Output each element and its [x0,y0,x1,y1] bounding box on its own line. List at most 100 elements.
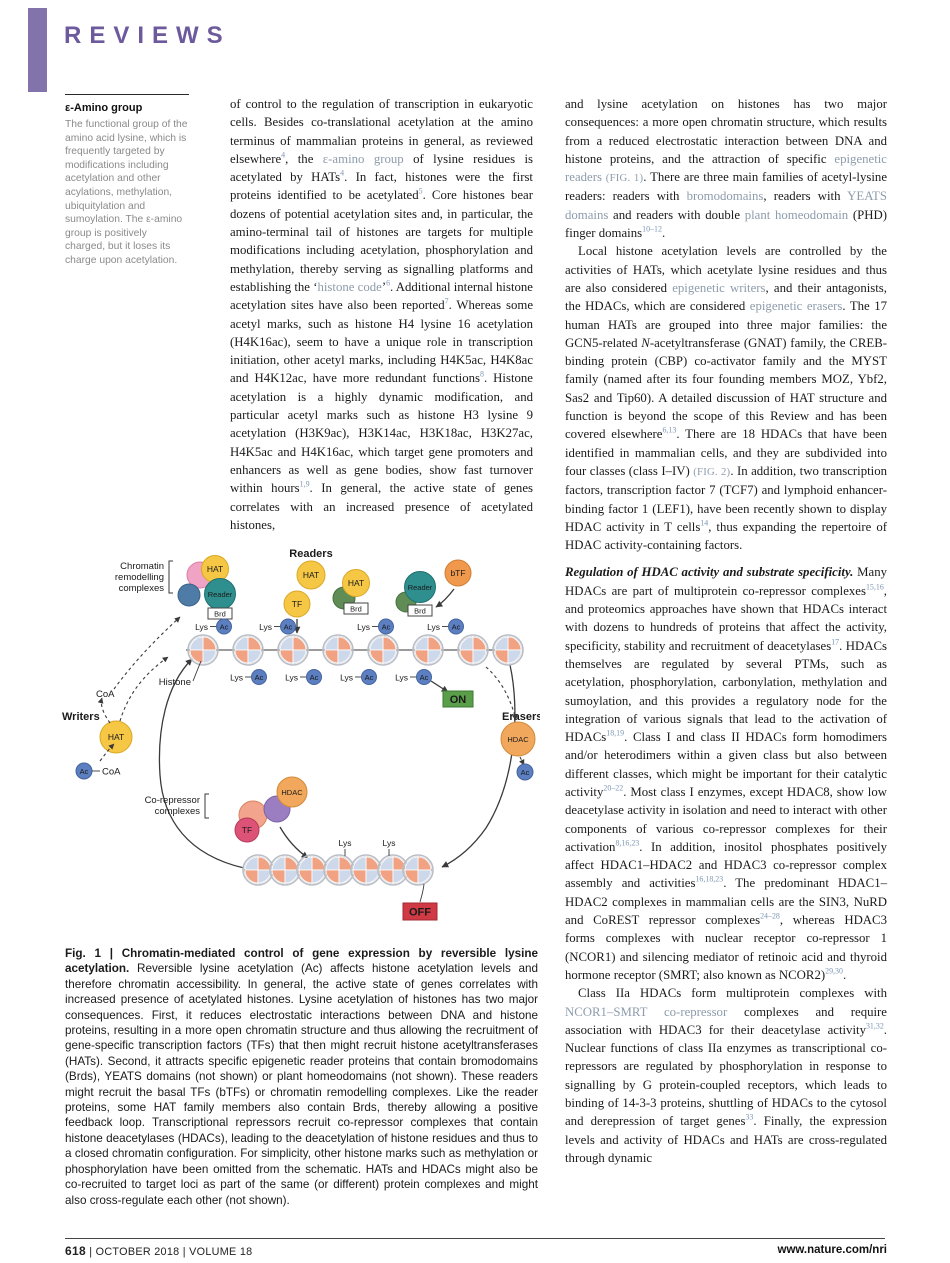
glossary-title: ε-Amino group [65,102,143,114]
bracket [168,560,173,594]
paragraph: of control to the regulation of transcri… [230,97,534,532]
svg-text:HAT: HAT [303,570,319,580]
svg-text:Ac: Ac [284,623,293,632]
chromatin-acetylation-diagram: Readers Writers Erasers Chromatin remode… [62,548,542,921]
paragraph: Class IIa HDACs form multiprotein comple… [565,986,887,1165]
svg-text:Histone: Histone [159,677,191,688]
tf-circle [234,817,260,843]
svg-text:Ac: Ac [420,673,429,682]
footer-rule [65,1238,885,1239]
figure-1-caption: Fig. 1 | Chromatin-mediated control of g… [65,946,538,1208]
svg-text:Chromatin: Chromatin [120,561,164,572]
reader-brd-complex: Reader Brd bTF [395,559,472,617]
svg-text:Co-repressor: Co-repressor [145,795,200,806]
chromatin-remodelling-label: Chromatin remodelling complexes [115,560,173,594]
erasers-group: HDAC Ac [485,666,536,781]
glossary-rule [65,94,189,95]
footer-page-info: 618 | OCTOBER 2018 | VOLUME 18 [65,1244,252,1258]
page-number: 618 [65,1244,86,1258]
svg-text:HDAC: HDAC [507,735,529,744]
svg-text:Ac: Ac [310,673,319,682]
svg-text:Lys: Lys [395,673,408,683]
svg-text:Brd: Brd [414,607,426,616]
svg-text:Ac: Ac [80,767,89,776]
hdac-circle [276,776,308,808]
glossary-note: ε-Amino group The functional group of th… [65,94,189,268]
paragraph: Fig. 1 | Chromatin-mediated control of g… [65,947,539,1207]
hat-circle [296,560,326,590]
svg-text:ON: ON [450,694,467,706]
coa-label: CoA [96,689,115,700]
svg-text:Ac: Ac [255,673,264,682]
lys-marks-closed: Lys Lys [339,838,396,856]
ac-circle [516,763,534,781]
svg-text:Lys: Lys [383,838,396,848]
bracket [204,793,209,819]
open-chromatin-row [186,634,524,666]
svg-text:Lys: Lys [357,622,370,632]
svg-text:Lys: Lys [427,622,440,632]
writers-group: CoA HAT Ac CoA [75,616,181,780]
svg-text:Lys: Lys [230,673,243,683]
svg-text:HDAC: HDAC [281,788,303,797]
svg-text:Ac: Ac [521,768,530,777]
lys-ac-marks-upper: Lys Ac Lys Ac Lys Ac Lys Ac [195,618,464,635]
chromatin-remodelling-complex: HAT Reader Brd [177,555,236,620]
footer-url[interactable]: www.nature.com/nri [777,1244,887,1256]
paragraph: and lysine acetylation on histones has t… [565,97,887,241]
svg-text:HAT: HAT [207,564,223,574]
svg-text:TF: TF [242,825,252,835]
svg-text:Ac: Ac [452,623,461,632]
erasers-label: Erasers [502,711,540,723]
tf-circle [283,590,311,618]
page-title: REVIEWS [64,22,231,49]
reader-circle [404,571,436,603]
svg-text:Lys: Lys [339,838,352,848]
svg-text:complexes: complexes [119,583,165,594]
btf-circle [444,559,472,587]
svg-text:Ac: Ac [365,673,374,682]
svg-text:Brd: Brd [350,605,362,614]
section-color-tab [28,8,47,92]
issue-info: | OCTOBER 2018 | VOLUME 18 [89,1246,253,1258]
hat-circle [342,569,370,597]
svg-text:complexes: complexes [155,806,201,817]
svg-text:Lys: Lys [340,673,353,683]
coa-label: CoA [102,767,121,778]
closed-chromatin-row [242,854,434,886]
readers-label: Readers [289,548,332,560]
cycle-arrow-closed-to-open [158,658,245,869]
svg-text:Lys: Lys [285,673,298,683]
brd-box [207,607,233,620]
svg-text:Ac: Ac [220,623,229,632]
hat-circle [99,720,133,754]
paragraph: Local histone acetylation levels are con… [565,244,888,553]
svg-text:Reader: Reader [408,583,433,592]
svg-text:remodelling: remodelling [115,572,164,583]
on-badge: ON [430,680,474,708]
svg-text:HAT: HAT [108,732,124,742]
svg-text:Lys: Lys [195,622,208,632]
brd-box [343,602,369,615]
co-repressor-label: Co-repressor complexes [145,793,209,819]
column-1-text: of control to the regulation of transcri… [230,95,533,534]
svg-text:Lys: Lys [259,622,272,632]
svg-text:TF: TF [292,599,302,609]
histone-label: Histone [159,660,202,688]
brd-box [407,604,433,617]
svg-text:Brd: Brd [214,610,226,619]
hat-brd-complex: HAT Brd [332,569,370,615]
svg-text:OFF: OFF [409,907,431,919]
cycle-arrow-open-to-closed [441,664,516,868]
paragraph: Regulation of HDAC activity and substrat… [565,565,887,982]
hdac-circle [500,721,536,757]
off-badge: OFF [402,883,438,921]
lys-ac-marks-lower: Lys Ac Lys Ac Lys Ac Lys Ac [230,669,432,685]
writers-label: Writers [62,711,100,723]
svg-text:bTF: bTF [450,568,465,578]
co-repressor-complex: HDAC TF [234,776,309,859]
svg-text:HAT: HAT [348,578,364,588]
glossary-body: The functional group of the amino acid l… [65,119,188,266]
column-2-text: and lysine acetylation on histones has t… [565,95,887,1167]
